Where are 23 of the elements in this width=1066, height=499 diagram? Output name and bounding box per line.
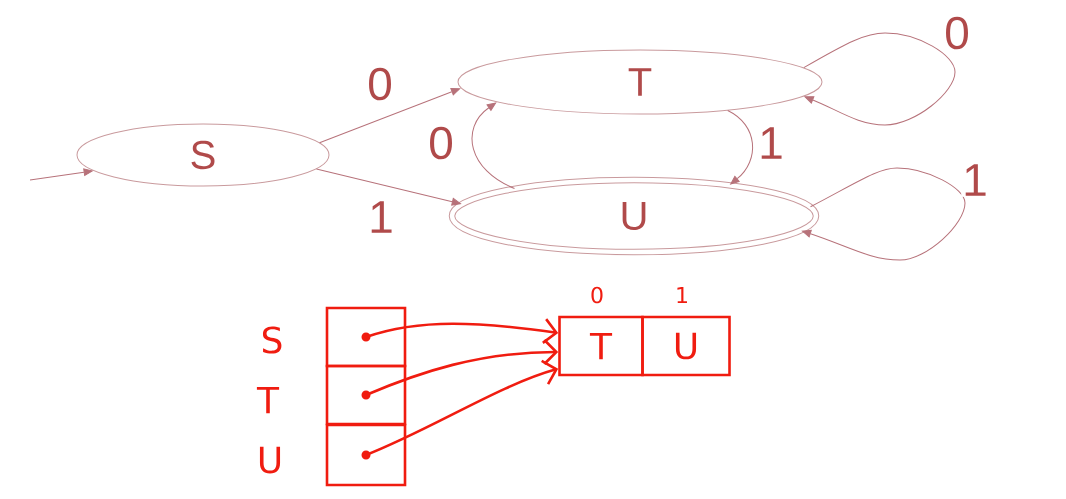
pointer-arrow — [365, 339, 559, 397]
edge-label: 0 — [943, 15, 971, 51]
pointer-arrow — [365, 318, 559, 344]
edge-label: 1 — [961, 163, 989, 197]
self-loop-arrow — [801, 167, 966, 261]
pointer-arrow — [365, 359, 559, 457]
self-loop-arrow — [803, 32, 956, 126]
transition-arrow — [727, 110, 754, 185]
edge-label: 0 — [366, 66, 394, 102]
transition-arrow — [319, 88, 461, 144]
column-header: 0 — [591, 286, 603, 304]
column-header: 1 — [677, 287, 687, 303]
edge-label: 0 — [427, 125, 455, 161]
row-label: U — [259, 446, 281, 474]
edge-label: 1 — [757, 126, 785, 160]
transition-arrow — [315, 168, 461, 206]
row-label: T — [256, 386, 280, 414]
row-label: S — [262, 326, 282, 354]
transition-arrow — [471, 102, 515, 189]
array-cell: U — [641, 315, 731, 377]
edge-label: 1 — [367, 200, 395, 234]
start-arrow — [29, 168, 93, 181]
array-cell: T — [558, 315, 644, 377]
